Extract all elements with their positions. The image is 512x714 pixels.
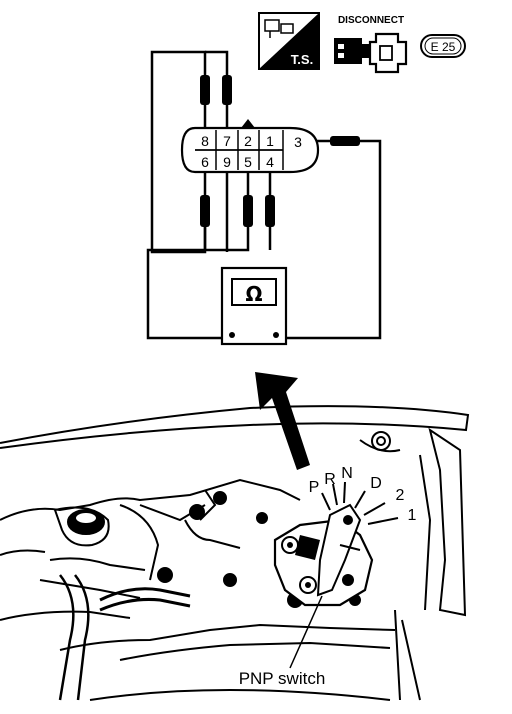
- pin-9: 9: [223, 154, 231, 170]
- transmission-outline: [0, 405, 470, 701]
- ohmmeter: Ω: [220, 266, 288, 346]
- ohm-symbol: Ω: [245, 282, 262, 306]
- pin-4: 4: [266, 154, 274, 170]
- harness-connector: 8 7 2 1 6 9 5 4 3: [180, 119, 320, 174]
- position-r: R: [324, 471, 336, 488]
- position-p: P: [309, 479, 320, 496]
- pin-2: 2: [244, 133, 252, 149]
- label-leader-line: [289, 595, 323, 669]
- pin-3: 3: [294, 134, 302, 150]
- gear-position-labels: P R N D 2 1: [309, 465, 417, 524]
- connector-code: E 25: [431, 40, 456, 54]
- wire-sleeves: [200, 75, 360, 227]
- connector-code-badge: E 25: [420, 34, 466, 58]
- position-n: N: [341, 465, 353, 482]
- position-d: D: [370, 475, 382, 492]
- position-1: 1: [408, 507, 417, 524]
- pin-1: 1: [266, 133, 274, 149]
- pnp-switch-body: [273, 503, 374, 607]
- pin-6: 6: [201, 154, 209, 170]
- position-2: 2: [396, 487, 405, 504]
- position-rays: [321, 481, 399, 525]
- disconnect-label: DISCONNECT: [338, 15, 404, 26]
- pointer-arrow-icon: [255, 372, 310, 470]
- troubleshooting-badge-icon: T.S.: [258, 12, 320, 70]
- disconnect-connector-icon: DISCONNECT: [334, 15, 408, 74]
- ts-label: T.S.: [291, 52, 313, 67]
- pin-5: 5: [244, 154, 252, 170]
- pin-7: 7: [223, 133, 231, 149]
- pnp-switch-label: PNP switch: [239, 669, 326, 688]
- pin-8: 8: [201, 133, 209, 149]
